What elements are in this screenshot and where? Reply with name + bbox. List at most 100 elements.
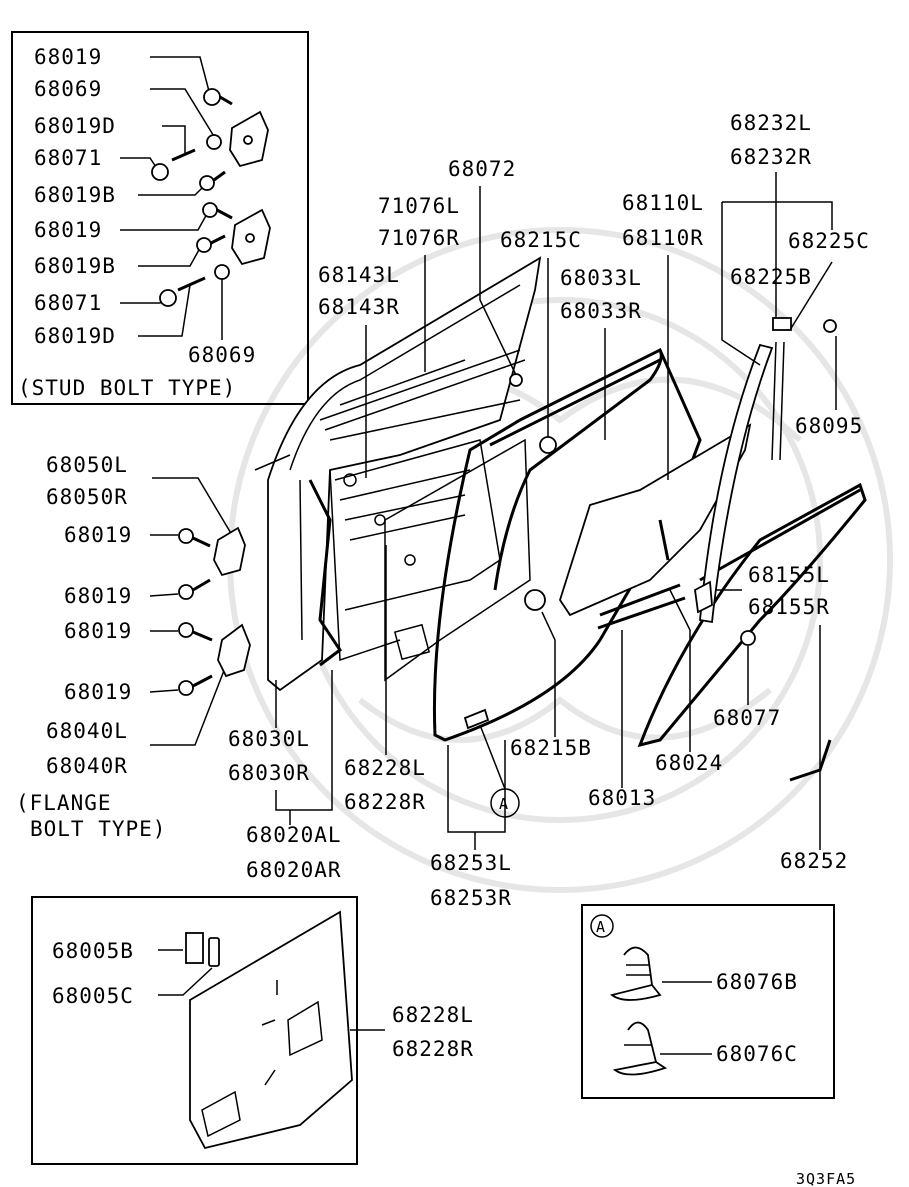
label-68110l: 68110L <box>622 191 704 215</box>
plug-68215b <box>524 589 546 611</box>
flange-note-line2: BOLT TYPE) <box>30 817 166 841</box>
label-68232r: 68232R <box>730 145 812 169</box>
label-68020ar: 68020AR <box>246 858 342 882</box>
hinge-labels: 68050L 68050R 68019 68019 68019 68019 68… <box>16 453 166 841</box>
clip-a <box>463 708 490 730</box>
label-68077: 68077 <box>713 706 781 730</box>
label-68050r: 68050R <box>46 485 128 509</box>
trim-box-labels: 68005B 68005C 68228L 68228R <box>52 939 474 1061</box>
stud-bolt-box <box>11 31 309 405</box>
stud-label-68071-a: 68071 <box>34 146 102 170</box>
stud-label-68071-b: 68071 <box>34 291 102 315</box>
nut <box>151 163 169 181</box>
bracket-68155 <box>694 580 713 614</box>
flange-note-line1: (FLANGE <box>16 791 112 815</box>
lower-flange-hinge <box>217 623 251 678</box>
trim-panel-drawing <box>185 910 353 1150</box>
label-68228l: 68228L <box>344 756 426 780</box>
clip-box-marker <box>590 914 614 938</box>
door-labels: 68072 71076L 71076R 68215C 68143L 68143R… <box>228 111 870 910</box>
stud-label-68069-b: 68069 <box>188 343 256 367</box>
door-shell <box>254 256 542 692</box>
door-small-parts <box>463 373 832 782</box>
label-68076b: 68076B <box>716 970 798 994</box>
clip-68225b <box>772 317 792 331</box>
label-68024: 68024 <box>655 751 723 775</box>
label-trim-68228r: 68228R <box>392 1037 474 1061</box>
label-68252: 68252 <box>780 849 848 873</box>
diagram-code: 3Q3FA5 <box>796 1170 856 1187</box>
part-68005c <box>208 937 220 967</box>
label-68072: 68072 <box>448 157 516 181</box>
stud-label-68019b-b: 68019B <box>34 254 116 278</box>
hinge-parts <box>178 526 251 696</box>
label-68110r: 68110R <box>622 226 704 250</box>
watermark-emblem <box>227 227 893 893</box>
door-seals <box>308 347 867 748</box>
stud-bolt-parts <box>151 88 271 307</box>
label-68076c: 68076C <box>716 1042 798 1066</box>
clip-68076c <box>612 1021 668 1076</box>
trim-panel <box>189 910 353 1150</box>
stud-label-68019b-a: 68019B <box>34 183 116 207</box>
label-68030r: 68030R <box>228 761 310 785</box>
label-68215b: 68215B <box>510 736 592 760</box>
label-68225b: 68225B <box>730 265 812 289</box>
label-68033r: 68033R <box>560 299 642 323</box>
label-68033l: 68033L <box>560 266 642 290</box>
label-68013: 68013 <box>588 786 656 810</box>
label-68020al: 68020AL <box>246 823 342 847</box>
label-68155l: 68155L <box>748 563 830 587</box>
door-glass <box>559 423 752 630</box>
label-68215c: 68215C <box>500 228 582 252</box>
clip-68076b <box>609 946 662 1001</box>
label-68050l: 68050L <box>46 453 128 477</box>
stud-nut <box>203 88 221 106</box>
stud-label-68019-b: 68019 <box>34 218 102 242</box>
stud-label-68019d-b: 68019D <box>34 324 116 348</box>
label-68143l: 68143L <box>318 263 400 287</box>
label-68253r: 68253R <box>430 886 512 910</box>
upper-flange-hinge <box>213 526 246 577</box>
label-68019-h2: 68019 <box>64 584 132 608</box>
label-trim-68228l: 68228L <box>392 1003 474 1027</box>
label-68155r: 68155R <box>748 595 830 619</box>
part-68005b <box>185 932 204 964</box>
washer <box>206 134 222 150</box>
label-68019-h1: 68019 <box>64 523 132 547</box>
screw-68095 <box>823 319 837 333</box>
label-68019-h4: 68019 <box>64 680 132 704</box>
door-trim-panel <box>384 438 531 682</box>
label-68005b: 68005B <box>52 939 134 963</box>
door-leaders <box>275 172 837 850</box>
stud-labels: 68019 68069 68019D 68071 68019B 68019 68… <box>18 45 256 400</box>
label-68232l: 68232L <box>730 111 812 135</box>
callout-a-letter: A <box>499 795 509 813</box>
bolt-68072 <box>509 373 523 387</box>
hinge-leaders <box>149 477 233 746</box>
label-68030l: 68030L <box>228 727 310 751</box>
label-68228r: 68228R <box>344 790 426 814</box>
plug-68215c <box>539 436 557 454</box>
clip-box-marker-letter: A <box>596 918 606 936</box>
label-68005c: 68005C <box>52 984 134 1008</box>
bolt-68077 <box>740 630 756 646</box>
stud-box-title: (STUD BOLT TYPE) <box>18 376 236 400</box>
stud-label-68069-a: 68069 <box>34 77 102 101</box>
clip-labels: 68076B 68076C <box>660 970 798 1066</box>
clip-detail-box <box>581 904 835 1099</box>
stud-label-68019-a: 68019 <box>34 45 102 69</box>
clip-parts <box>609 946 668 1076</box>
label-71076l: 71076L <box>378 194 460 218</box>
label-68040r: 68040R <box>46 754 128 778</box>
label-68019-h3: 68019 <box>64 619 132 643</box>
door-runchannel <box>699 317 837 624</box>
flange-bolt <box>199 175 215 191</box>
label-68040l: 68040L <box>46 719 128 743</box>
label-68253l: 68253L <box>430 851 512 875</box>
label-68095: 68095 <box>795 414 863 438</box>
label-71076r: 71076R <box>378 226 460 250</box>
label-68225c: 68225C <box>788 229 870 253</box>
label-68143r: 68143R <box>318 295 400 319</box>
